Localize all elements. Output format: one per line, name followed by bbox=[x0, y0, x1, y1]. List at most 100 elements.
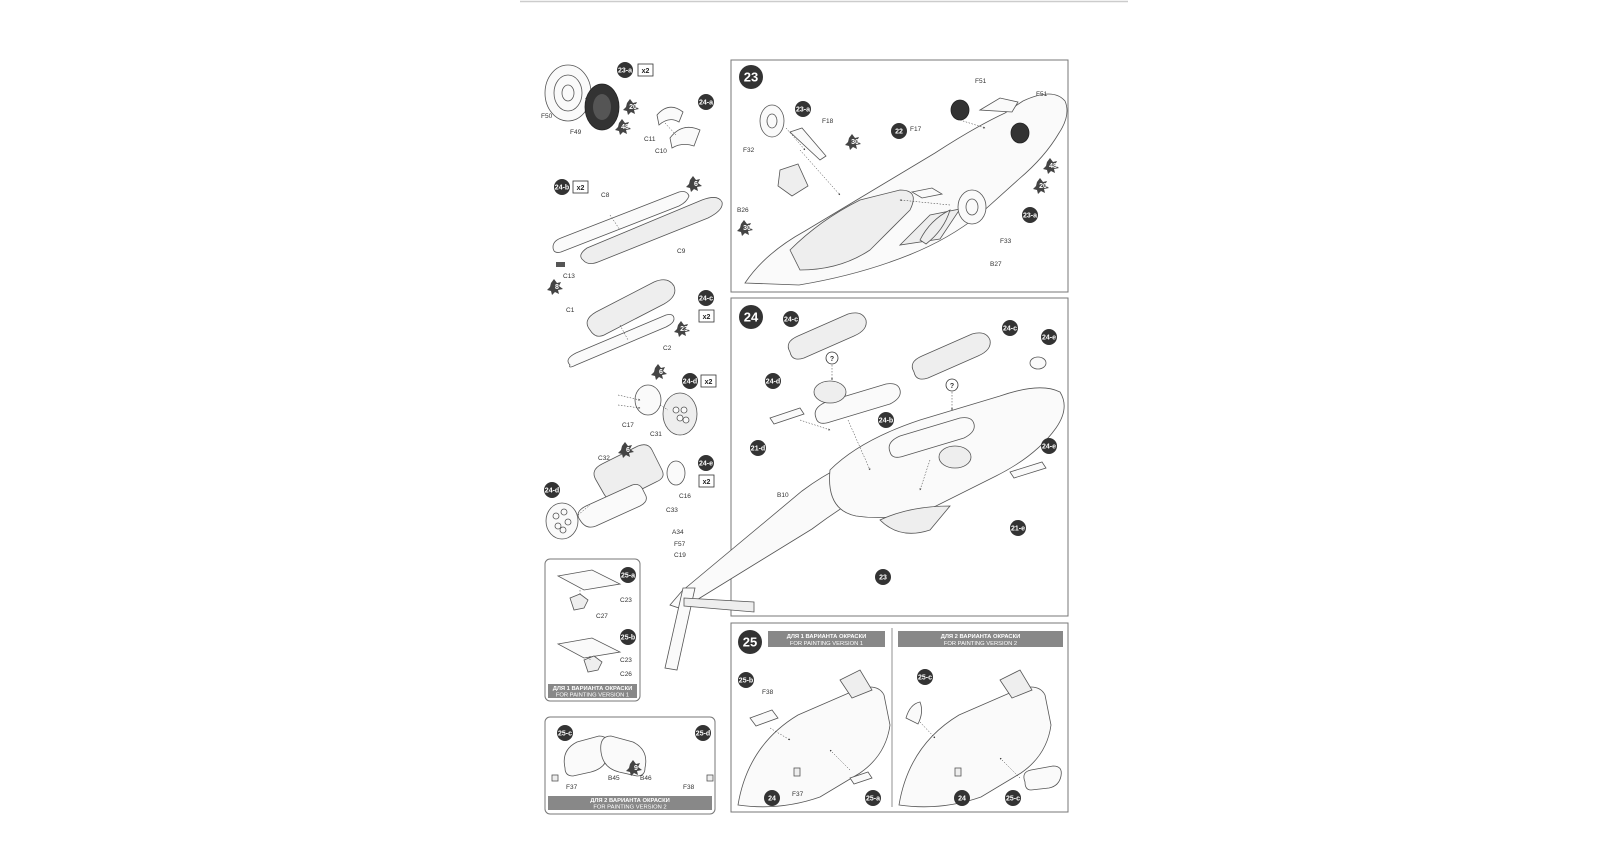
badge-24-s25a bbox=[764, 790, 780, 806]
label-B26: B26 bbox=[737, 207, 749, 214]
badge-23a bbox=[617, 62, 633, 78]
badge-22-label: 22 bbox=[895, 129, 903, 136]
badge-24e-s24-a bbox=[1041, 329, 1057, 345]
paint-6c-icon bbox=[618, 442, 634, 458]
badge-23a-label: 23-a bbox=[618, 68, 632, 75]
question-2-label: ? bbox=[950, 383, 954, 390]
label-B10: B10 bbox=[777, 492, 789, 499]
badge-25c-s25-b bbox=[1005, 790, 1021, 806]
paint-8-icon bbox=[547, 279, 563, 295]
badge-23a-s23-a bbox=[795, 101, 811, 117]
badge-24d-ref-label: 24-d bbox=[545, 488, 559, 495]
qty-box-24b bbox=[572, 180, 589, 194]
paint-6b-icon bbox=[651, 364, 667, 380]
label-C11: C11 bbox=[644, 136, 656, 143]
badge-25b-s25 bbox=[738, 672, 754, 688]
sub-assembly-24d: 24-d x2 6 C17 C31 bbox=[617, 364, 717, 438]
label-C19: C19 bbox=[674, 552, 686, 559]
paint-v1-ru-left: ДЛЯ 1 ВАРИАНТА ОКРАСКИ bbox=[553, 686, 633, 692]
paint-30a-icon bbox=[845, 134, 861, 150]
label-F32: F32 bbox=[743, 147, 755, 154]
qty-24c: x2 bbox=[703, 314, 711, 321]
label-F37b: F37 bbox=[792, 791, 804, 798]
step-23-panel: 23 23-a 23-a 22 30 30 48 20 F5 bbox=[730, 59, 1069, 293]
badge-25a-s25-label: 25-a bbox=[866, 796, 880, 803]
step-23-number: 23 bbox=[744, 70, 758, 85]
paint-v1-banner bbox=[768, 631, 885, 647]
badge-23-label: 23 bbox=[879, 575, 887, 582]
badge-25b bbox=[620, 629, 636, 645]
label-F38b: F38 bbox=[762, 689, 774, 696]
badge-24b-label: 24-b bbox=[555, 185, 569, 192]
badge-24d-ref bbox=[544, 482, 560, 498]
paint-23-icon bbox=[674, 321, 690, 337]
badge-24e bbox=[698, 455, 714, 471]
step-25-panel: 25 ДЛЯ 1 ВАРИАНТА ОКРАСКИ FOR PAINTING V… bbox=[730, 622, 1069, 813]
qty-24e: x2 bbox=[703, 479, 711, 486]
paint-v2-banner-left bbox=[548, 796, 712, 810]
badge-24e-s24-b bbox=[1041, 438, 1057, 454]
paint-20b-icon bbox=[1033, 178, 1049, 194]
paint-9-icon bbox=[626, 760, 642, 776]
label-C8: C8 bbox=[601, 192, 610, 199]
label-B45: B45 bbox=[608, 775, 620, 782]
step-24-number: 24 bbox=[744, 310, 759, 325]
badge-24c bbox=[698, 290, 714, 306]
paint-v1-ru: ДЛЯ 1 ВАРИАНТА ОКРАСКИ bbox=[787, 634, 867, 640]
badge-24d-s24-label: 24-d bbox=[766, 379, 780, 386]
label-F37a: F37 bbox=[566, 784, 578, 791]
paint-30b-icon bbox=[737, 220, 753, 236]
label-B46: B46 bbox=[640, 775, 652, 782]
badge-24e-s24-a-label: 24-e bbox=[1042, 335, 1056, 342]
badge-23 bbox=[875, 569, 891, 585]
badge-25c bbox=[557, 725, 573, 741]
badge-21e-label: 21-e bbox=[1011, 526, 1025, 533]
label-C33: C33 bbox=[666, 507, 678, 514]
badge-25c-label: 25-c bbox=[558, 731, 572, 738]
paint-v2-banner bbox=[898, 631, 1063, 647]
qty-23a: x2 bbox=[642, 68, 650, 75]
box-25ab: 25-a C23 C27 25-b C23 C26 ДЛЯ 1 ВАРИАНТА… bbox=[544, 558, 641, 702]
paint-48-icon bbox=[615, 119, 631, 135]
label-C17: C17 bbox=[622, 422, 634, 429]
label-F38a: F38 bbox=[683, 784, 695, 791]
label-C10: C10 bbox=[655, 148, 667, 155]
paint-48a: 48 bbox=[621, 124, 629, 131]
badge-22 bbox=[891, 123, 907, 139]
paint-48b-icon bbox=[1043, 158, 1059, 174]
badge-24b-s24 bbox=[878, 412, 894, 428]
paint-30a: 30 bbox=[851, 139, 859, 146]
step-24-badge bbox=[739, 305, 763, 329]
badge-24c-s24-b-label: 24-c bbox=[1003, 326, 1017, 333]
badge-24a-label: 24-a bbox=[699, 100, 713, 107]
sub-assembly-24e: 24-d 24-e x2 6 C32 C16 C33 bbox=[544, 442, 715, 540]
label-F18: F18 bbox=[822, 118, 834, 125]
paint-v1-banner-left bbox=[548, 684, 637, 698]
qty-box-24c bbox=[698, 309, 715, 323]
paint-9a: 9 bbox=[634, 765, 638, 772]
step-24-panel: 24 ? ? 24-c 24-c 24-e 24-e bbox=[664, 297, 1069, 671]
badge-25c-s25-a bbox=[917, 669, 933, 685]
badge-21d bbox=[750, 440, 766, 456]
paint-8a: 8 bbox=[555, 284, 559, 291]
paint-v2-ru-left: ДЛЯ 2 ВАРИАНТА ОКРАСКИ bbox=[590, 798, 670, 804]
label-B27: B27 bbox=[990, 261, 1002, 268]
badge-24-s25b bbox=[954, 790, 970, 806]
label-C1: C1 bbox=[566, 307, 575, 314]
qty-24b: x2 bbox=[577, 185, 585, 192]
badge-24d bbox=[682, 373, 698, 389]
badge-25d-label: 25-d bbox=[696, 731, 710, 738]
label-F51b: F51 bbox=[1036, 91, 1048, 98]
paint-20-icon bbox=[623, 99, 639, 115]
sub-assembly-24a: 24-a C11 C10 bbox=[644, 94, 714, 155]
label-C23b: C23 bbox=[620, 657, 632, 664]
paint-6a: 6 bbox=[694, 181, 698, 188]
label-F49: F49 bbox=[570, 129, 582, 136]
paint-v2-en: FOR PAINTING VERSION 2 bbox=[944, 641, 1017, 647]
sub-assembly-24c: 24-c x2 23 C1 C2 bbox=[566, 279, 715, 368]
badge-24c-s24-a bbox=[783, 311, 799, 327]
paint-v2-en-left: FOR PAINTING VERSION 2 bbox=[593, 805, 666, 811]
badge-25d bbox=[695, 725, 711, 741]
label-C26: C26 bbox=[620, 671, 632, 678]
badge-25c-s25-a-label: 25-c bbox=[918, 675, 932, 682]
